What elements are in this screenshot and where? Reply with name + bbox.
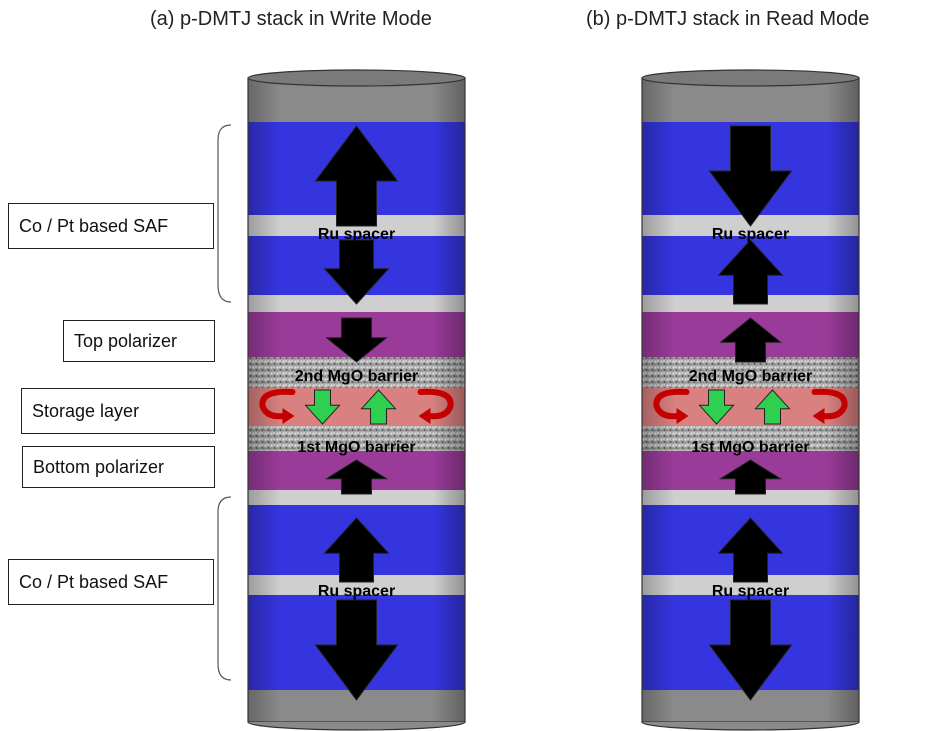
read-curl-right-head [812,408,825,424]
title-write-mode: (a) p-DMTJ stack in Write Mode [150,8,432,30]
write-cylinder-bottom [247,721,466,731]
read-arrow-storage-up [754,389,791,425]
read-arrow-saf-top-lower [717,239,784,305]
read-arrow-saf-top-upper [708,125,793,227]
write-arrow-bottom-polarizer [324,459,389,495]
write-curl-left [259,388,296,420]
write-arrow-saf-bottom-lower [314,599,399,701]
read-label-ru-spacer-top: Ru spacer [712,226,789,243]
label-saf-bottom: Co / Pt based SAF [8,559,214,605]
read-label-mgo-2nd: 2nd MgO barrier [689,368,813,385]
write-curl-left-head [282,408,295,424]
title-read-mode: (b) p-DMTJ stack in Read Mode [586,8,870,30]
write-arrow-saf-top-upper [314,125,399,227]
read-label-mgo-1st: 1st MgO barrier [691,439,809,456]
label-storage-layer: Storage layer [21,388,215,434]
read-arrow-storage-down [698,389,735,425]
write-curl-right-head [418,408,431,424]
write-label-mgo-1st: 1st MgO barrier [297,439,415,456]
read-arrow-saf-bottom-upper [717,517,784,583]
write-arrow-saf-bottom-upper [323,517,390,583]
write-label-mgo-2nd: 2nd MgO barrier [295,368,419,385]
write-arrow-top-polarizer [325,317,388,363]
read-arrow-saf-bottom-lower [708,599,793,701]
read-label-ru-spacer-bottom: Ru spacer [712,583,789,600]
write-label-ru-spacer-bottom: Ru spacer [318,583,395,600]
read-arrow-bottom-polarizer [718,459,783,495]
read-curl-right [811,388,848,420]
read-cylinder-top [641,69,860,87]
brace-saf-bottom [217,496,232,681]
write-cylinder-top [247,69,466,87]
read-curl-left [653,388,690,420]
read-curl-left-head [676,408,689,424]
label-saf-top: Co / Pt based SAF [8,203,214,249]
label-bottom-polarizer: Bottom polarizer [22,446,215,488]
write-arrow-storage-down [304,389,341,425]
read-arrow-top-polarizer [719,317,782,363]
write-arrow-storage-up [360,389,397,425]
write-arrow-saf-top-lower [323,239,390,305]
label-top-polarizer: Top polarizer [63,320,215,362]
brace-saf-top [217,124,232,303]
read-cylinder-bottom [641,721,860,731]
write-label-ru-spacer-top: Ru spacer [318,226,395,243]
write-curl-right [417,388,454,420]
